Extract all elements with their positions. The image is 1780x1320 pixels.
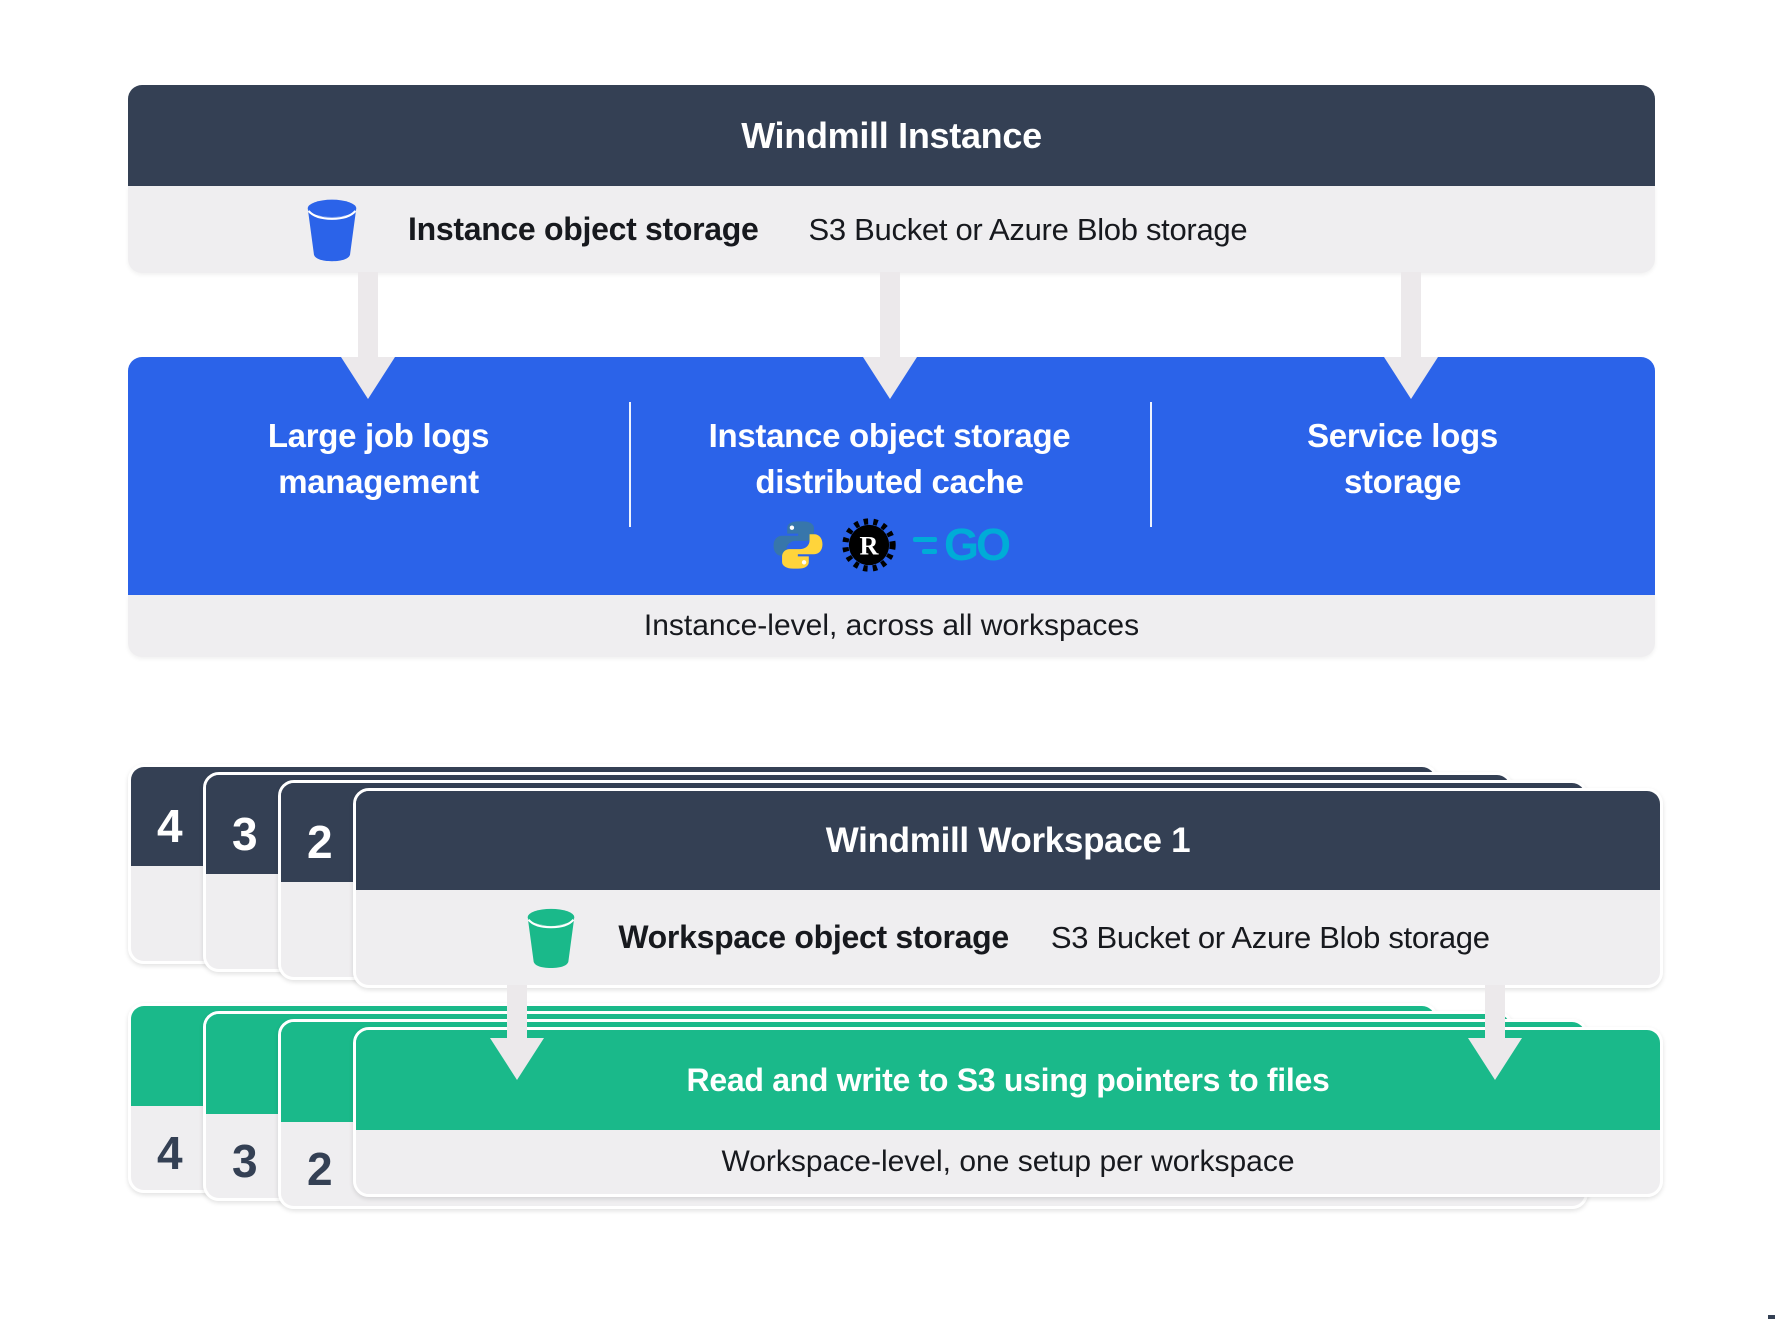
instance-title: Windmill Instance: [741, 114, 1042, 156]
workspace-title: Windmill Workspace 1: [825, 820, 1191, 860]
go-icon: GO: [912, 519, 1011, 571]
stack-number: 4: [157, 800, 183, 852]
language-icons: R GO: [771, 517, 1011, 573]
stack-number: 3: [232, 1135, 258, 1187]
workspace-storage-label: Workspace object storage: [618, 919, 1009, 955]
feature-title: Large job logs management: [267, 417, 490, 500]
stack-number: 4: [157, 1127, 183, 1179]
stack-number: 2: [307, 816, 333, 868]
python-icon: [771, 518, 825, 572]
green-action-title: Read and write to S3 using pointers to f…: [686, 1061, 1330, 1098]
feature-service-logs: Service logs storage: [1150, 357, 1655, 595]
bucket-icon: [526, 907, 576, 969]
stack-number: 2: [307, 1143, 333, 1195]
feature-distributed-cache: Instance object storage distributed cach…: [629, 357, 1150, 595]
workspace-header: Windmill Workspace 1: [356, 791, 1660, 890]
screenshot-artifact-dot: [1768, 1315, 1775, 1319]
green-action-footer: Workspace-level, one setup per workspace: [356, 1130, 1660, 1194]
workspace-card: Windmill Workspace 1 Workspace object st…: [353, 788, 1663, 988]
instance-footer-label: Instance-level, across all workspaces: [643, 609, 1140, 642]
stack-number: 3: [232, 808, 258, 860]
feature-large-job-logs: Large job logs management: [128, 357, 629, 595]
workspace-storage-row: Workspace object storage S3 Bucket or Az…: [356, 890, 1660, 985]
instance-storage-label: Instance object storage: [408, 211, 759, 247]
column-divider: [1150, 402, 1152, 527]
feature-title: Service logs storage: [1307, 417, 1498, 500]
green-action-card: Read and write to S3 using pointers to f…: [353, 1027, 1663, 1197]
column-divider: [629, 402, 631, 527]
workspace-storage-sublabel: S3 Bucket or Azure Blob storage: [1050, 919, 1490, 955]
instance-storage-sublabel: S3 Bucket or Azure Blob storage: [808, 211, 1248, 247]
instance-footer: Instance-level, across all workspaces: [128, 595, 1655, 657]
bucket-icon: [306, 198, 358, 262]
green-action-header: Read and write to S3 using pointers to f…: [356, 1030, 1660, 1130]
go-speed-lines: [912, 536, 937, 554]
green-action-footer-label: Workspace-level, one setup per workspace: [721, 1145, 1295, 1178]
svg-text:R: R: [860, 532, 880, 561]
go-label: GO: [943, 519, 1011, 570]
instance-storage-row: Instance object storage S3 Bucket or Azu…: [128, 186, 1655, 273]
instance-header: Windmill Instance: [128, 85, 1655, 186]
feature-title: Instance object storage distributed cach…: [708, 417, 1071, 500]
rust-icon: R: [841, 517, 897, 573]
